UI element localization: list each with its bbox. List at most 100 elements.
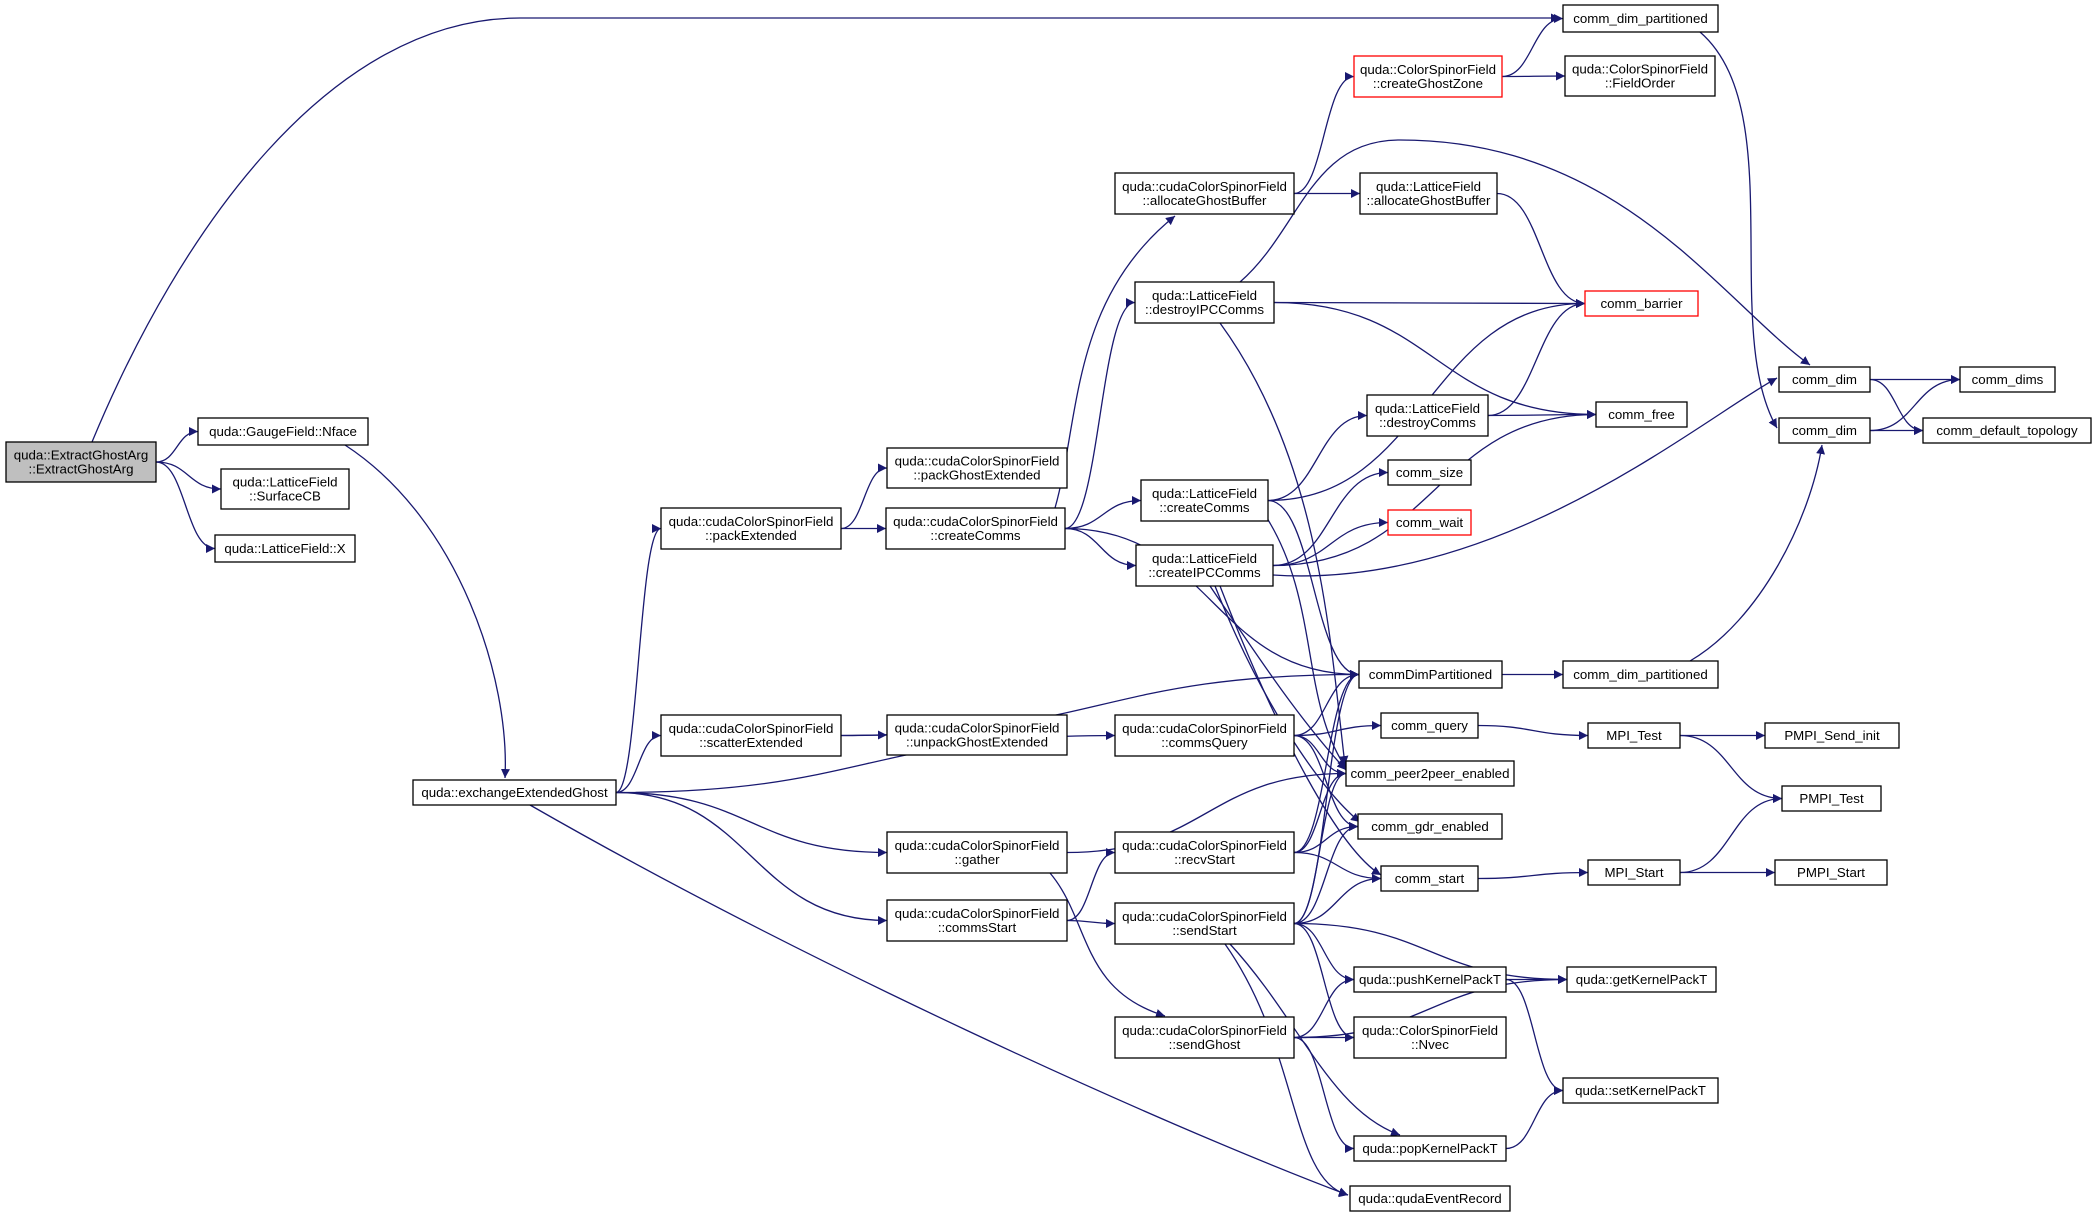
node-label-line: quda::setKernelPackT — [1575, 1083, 1706, 1098]
node-nface[interactable]: quda::GaugeField::Nface — [197, 417, 369, 446]
node-label-line: ::packGhostExtended — [913, 468, 1040, 483]
node-box — [1114, 902, 1295, 945]
edge-dipc-to-barrier — [1273, 298, 1586, 308]
node-nvec[interactable]: quda::ColorSpinorField::Nvec — [1353, 1016, 1507, 1059]
node-barrier[interactable]: comm_barrier — [1584, 290, 1699, 317]
edge-dim2-to-dims — [1869, 375, 1961, 432]
node-label-line: comm_dim_partitioned — [1573, 667, 1708, 682]
node-dims[interactable]: comm_dims — [1959, 366, 2056, 393]
node-lcc[interactable]: quda::LatticeField::createComms — [1140, 479, 1269, 522]
node-box — [1380, 865, 1479, 892]
node-p2p[interactable]: comm_peer2peer_enabled — [1345, 760, 1515, 787]
node-cdpart[interactable]: commDimPartitioned — [1358, 660, 1503, 689]
node-box — [1584, 290, 1699, 317]
node-box — [1387, 509, 1472, 536]
node-size[interactable]: comm_size — [1387, 459, 1472, 486]
node-wait[interactable]: comm_wait — [1387, 509, 1472, 536]
edge-gather-to-sendghost — [1049, 872, 1166, 1018]
node-topo[interactable]: comm_default_topology — [1922, 417, 2092, 444]
node-mpistart[interactable]: MPI_Start — [1587, 859, 1681, 886]
node-lfx[interactable]: quda::LatticeField::X — [214, 534, 356, 563]
node-pmpisendinit[interactable]: PMPI_Send_init — [1764, 722, 1900, 749]
node-box — [1774, 859, 1888, 886]
node-sendghost[interactable]: quda::cudaColorSpinorField::sendGhost — [1114, 1016, 1295, 1059]
node-surfacecb[interactable]: quda::LatticeField::SurfaceCB — [220, 468, 350, 510]
node-cdp2[interactable]: comm_dim_partitioned — [1562, 660, 1719, 689]
node-cstart[interactable]: comm_start — [1380, 865, 1479, 892]
node-gdr[interactable]: comm_gdr_enabled — [1357, 813, 1503, 840]
node-label-line: PMPI_Test — [1799, 791, 1864, 806]
node-commsstart[interactable]: quda::cudaColorSpinorField::commsStart — [886, 899, 1068, 942]
edge-sendghost-to-push — [1293, 975, 1355, 1039]
node-label-line: quda::ExtractGhostArg — [14, 448, 149, 463]
node-label-line: quda::cudaColorSpinorField — [895, 454, 1060, 469]
node-cq[interactable]: quda::cudaColorSpinorField::commsQuery — [1114, 714, 1295, 757]
edge-exch-to-scatter — [615, 731, 662, 794]
edge-send-to-cdpart — [1293, 670, 1360, 925]
node-fo[interactable]: quda::ColorSpinorField::FieldOrder — [1564, 55, 1716, 97]
node-label-line: quda::cudaColorSpinorField — [895, 721, 1060, 736]
node-setkpt[interactable]: quda::setKernelPackT — [1562, 1077, 1719, 1104]
node-label-line: ::ExtractGhostArg — [29, 462, 134, 477]
node-lagb[interactable]: quda::LatticeField::allocateGhostBuffer — [1359, 172, 1498, 215]
node-label-line: quda::cudaColorSpinorField — [1122, 909, 1287, 924]
node-packghost[interactable]: quda::cudaColorSpinorField::packGhostExt… — [886, 447, 1068, 489]
node-ldc[interactable]: quda::LatticeField::destroyComms — [1366, 394, 1489, 437]
node-box — [1595, 401, 1688, 428]
node-label-line: quda::cudaColorSpinorField — [1122, 179, 1287, 194]
node-pmpitest[interactable]: PMPI_Test — [1781, 785, 1882, 812]
node-dim2[interactable]: comm_dim — [1778, 417, 1871, 444]
node-label-line: comm_wait — [1396, 515, 1464, 530]
node-push[interactable]: quda::pushKernelPackT — [1353, 966, 1507, 993]
node-box — [1562, 660, 1719, 689]
node-box — [1564, 55, 1716, 97]
node-cipc[interactable]: quda::LatticeField::createIPCComms — [1135, 544, 1274, 587]
node-mpitest[interactable]: MPI_Test — [1587, 722, 1681, 749]
node-dipc[interactable]: quda::LatticeField::destroyIPCComms — [1134, 281, 1275, 324]
node-pop[interactable]: quda::popKernelPackT — [1353, 1135, 1507, 1162]
node-label-line: comm_size — [1396, 465, 1463, 480]
node-box — [660, 507, 842, 550]
node-getkpt[interactable]: quda::getKernelPackT — [1566, 966, 1717, 993]
edge-cgz-to-cdp_top — [1501, 14, 1564, 78]
node-box — [1959, 366, 2056, 393]
node-label-line: quda::cudaColorSpinorField — [1122, 838, 1287, 853]
edge-exch-to-packext — [615, 524, 662, 794]
node-box — [1114, 1016, 1295, 1059]
edge-dipc-to-p2p — [1219, 322, 1349, 766]
node-cc[interactable]: quda::cudaColorSpinorField::createComms — [885, 507, 1066, 550]
node-label-line: comm_default_topology — [1936, 423, 2078, 438]
node-send[interactable]: quda::cudaColorSpinorField::sendStart — [1114, 902, 1295, 945]
node-packext[interactable]: quda::cudaColorSpinorField::packExtended — [660, 507, 842, 550]
node-query[interactable]: comm_query — [1380, 712, 1479, 739]
node-label-line: quda::cudaColorSpinorField — [893, 514, 1058, 529]
node-recv[interactable]: quda::cudaColorSpinorField::recvStart — [1114, 831, 1295, 874]
node-label-line: quda::qudaEventRecord — [1358, 1191, 1501, 1206]
node-label-line: quda::LatticeField — [1152, 288, 1257, 303]
node-box — [1562, 4, 1719, 33]
node-dim1[interactable]: comm_dim — [1778, 366, 1871, 393]
node-event[interactable]: quda::qudaEventRecord — [1349, 1185, 1511, 1212]
edge-recv-to-cstart — [1293, 851, 1382, 883]
node-label-line: ::sendGhost — [1169, 1037, 1241, 1052]
node-exch[interactable]: quda::exchangeExtendedGhost — [412, 779, 617, 806]
node-free[interactable]: comm_free — [1595, 401, 1688, 428]
node-agb[interactable]: quda::cudaColorSpinorField::allocateGhos… — [1114, 172, 1295, 215]
node-root[interactable]: quda::ExtractGhostArg::ExtractGhostArg — [5, 441, 157, 483]
edge-cgz-to-fo — [1501, 71, 1566, 81]
node-unpack[interactable]: quda::cudaColorSpinorField::unpackGhostE… — [886, 714, 1068, 756]
edge-root-to-surfacecb — [155, 461, 222, 494]
edges-layer — [91, 13, 1961, 1198]
node-label-line: quda::getKernelPackT — [1576, 972, 1708, 987]
edge-cipc-to-free — [1272, 410, 1597, 567]
node-box — [1562, 1077, 1719, 1104]
node-pmpistart[interactable]: PMPI_Start — [1774, 859, 1888, 886]
edge-exch-to-event — [529, 804, 1349, 1197]
node-scatter[interactable]: quda::cudaColorSpinorField::scatterExten… — [660, 714, 842, 757]
node-label-line: PMPI_Send_init — [1784, 728, 1880, 743]
node-gather[interactable]: quda::cudaColorSpinorField::gather — [886, 831, 1068, 874]
node-cdp_top[interactable]: comm_dim_partitioned — [1562, 4, 1719, 33]
node-cgz[interactable]: quda::ColorSpinorField::createGhostZone — [1353, 55, 1503, 98]
edge-pop-to-setkpt — [1505, 1086, 1564, 1150]
